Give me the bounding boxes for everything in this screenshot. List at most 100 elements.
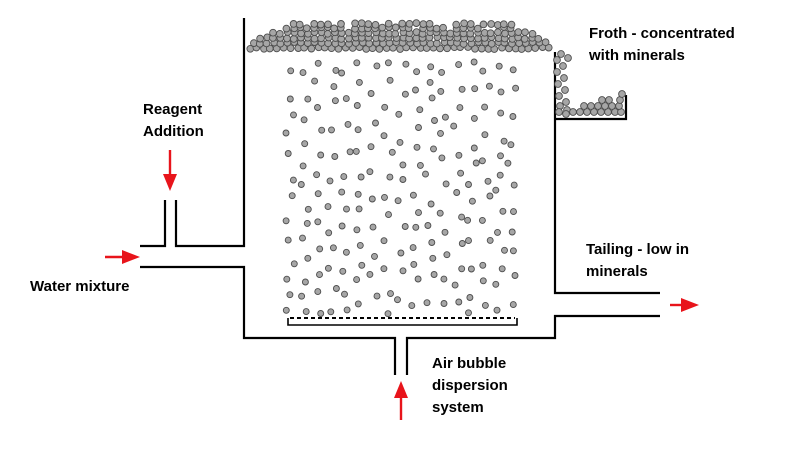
bubble-icon: [303, 219, 311, 227]
bubble-icon: [409, 244, 417, 252]
bubble-icon: [500, 137, 508, 145]
bubble-icon: [414, 275, 422, 283]
bubble-icon: [298, 292, 306, 300]
froth-label-line2: with minerals: [589, 47, 685, 64]
bubble-icon: [401, 90, 409, 98]
froth-bubble-icon: [275, 29, 284, 38]
sparger-bracket: [287, 318, 518, 326]
froth-bubble-icon: [499, 20, 508, 29]
froth-label-line1: Froth - concentrated: [589, 25, 735, 42]
bubble-icon: [465, 181, 472, 188]
bubble-icon: [408, 302, 416, 310]
bubble-icon: [430, 145, 437, 153]
bubble-icon: [355, 205, 363, 213]
air-sparger: [287, 317, 518, 326]
bubble-icon: [366, 270, 374, 278]
froth-bubble-icon: [580, 102, 588, 110]
bubble-icon: [413, 143, 421, 151]
bubble-icon: [437, 129, 444, 137]
bubble-icon: [427, 63, 435, 71]
bubble-icon: [354, 190, 362, 198]
bubble-icon: [479, 67, 487, 75]
bubble-icon: [422, 170, 429, 178]
bubble-icon: [397, 249, 405, 257]
bubble-icon: [458, 213, 466, 221]
bubble-icon: [311, 77, 319, 85]
froth-bubble-icon: [330, 24, 338, 33]
bubble-icon: [508, 228, 516, 236]
bubble-icon: [358, 261, 366, 269]
bubble-icon: [467, 265, 475, 273]
bubble-icon: [399, 161, 407, 169]
bubble-icon: [478, 157, 486, 165]
bubble-icon: [324, 264, 332, 272]
bubble-icon: [317, 151, 325, 159]
bubble-icon: [470, 144, 478, 152]
bubble-icon: [509, 301, 517, 309]
bubble-icon: [427, 200, 435, 208]
froth-bubble-icon: [576, 108, 584, 116]
bubble-icon: [343, 205, 350, 213]
froth-bubble-icon: [351, 19, 359, 28]
bubble-icon: [304, 254, 312, 262]
froth-bubble-icon: [412, 19, 421, 27]
bubble-icon: [338, 69, 346, 77]
bubble-icon: [410, 260, 418, 268]
froth-bubble-icon: [391, 23, 400, 32]
bubble-icon: [386, 173, 394, 181]
bubble-icon: [510, 208, 517, 216]
froth-bubble-icon: [419, 20, 428, 28]
bubble-icon: [357, 173, 365, 181]
bubble-icon: [510, 181, 518, 189]
bubble-icon: [371, 252, 378, 260]
bubble-icon: [380, 265, 388, 273]
froth-bubble-icon: [557, 50, 565, 58]
froth-bubble-icon: [307, 44, 316, 53]
bubble-icon: [504, 159, 512, 167]
froth-bubble-icon: [283, 34, 291, 43]
tank-left-upper-wall: [174, 18, 246, 248]
bubble-icon: [284, 150, 292, 157]
bubble-icon: [399, 176, 407, 183]
air-arrow-icon: [394, 381, 408, 420]
reagent-arrow-icon: [163, 150, 177, 191]
froth-bubble-icon: [486, 29, 495, 38]
froth-bubble-icon: [337, 20, 345, 28]
bubble-icon: [394, 197, 402, 205]
bubble-icon: [409, 191, 417, 199]
bubble-icon: [455, 298, 463, 306]
reagent-label-line2: Addition: [143, 123, 204, 140]
air-bubble-label-line2: dispersion: [432, 377, 508, 394]
bubble-icon: [313, 171, 321, 179]
froth-bubble-icon: [398, 19, 407, 28]
bubble-icon: [288, 192, 296, 200]
bubble-icon: [304, 205, 312, 213]
bubble-icon: [316, 271, 323, 279]
bubble-icon: [328, 126, 335, 134]
tank-right-lower-wall: [405, 314, 660, 375]
bubble-icon: [401, 223, 409, 230]
bubble-icon: [282, 306, 290, 314]
bubble-icon: [481, 131, 489, 139]
bubble-icon: [481, 301, 489, 309]
bubble-icon: [412, 223, 420, 231]
froth-bubble-icon: [310, 20, 319, 28]
froth-bubble-icon: [528, 29, 537, 38]
bubble-icon: [412, 86, 419, 94]
bubble-icon: [314, 104, 321, 111]
bubble-icon: [301, 140, 309, 148]
bubble-icon: [458, 265, 466, 273]
bubble-icon: [354, 126, 362, 134]
bubble-icon: [385, 211, 392, 219]
bubble-icon: [450, 122, 458, 130]
bubble-icon: [384, 59, 392, 67]
bubble-icon: [457, 169, 465, 177]
froth-bubble-icon: [618, 90, 626, 98]
bubble-icon: [455, 151, 463, 159]
reagent-pipe-left-wall: [140, 200, 167, 248]
bubble-icon: [415, 209, 422, 217]
froth-bubble-icon: [269, 28, 277, 37]
bubble-icon: [429, 254, 437, 262]
froth-bubble-icon: [521, 28, 529, 37]
froth-bubble-icon: [564, 54, 572, 62]
